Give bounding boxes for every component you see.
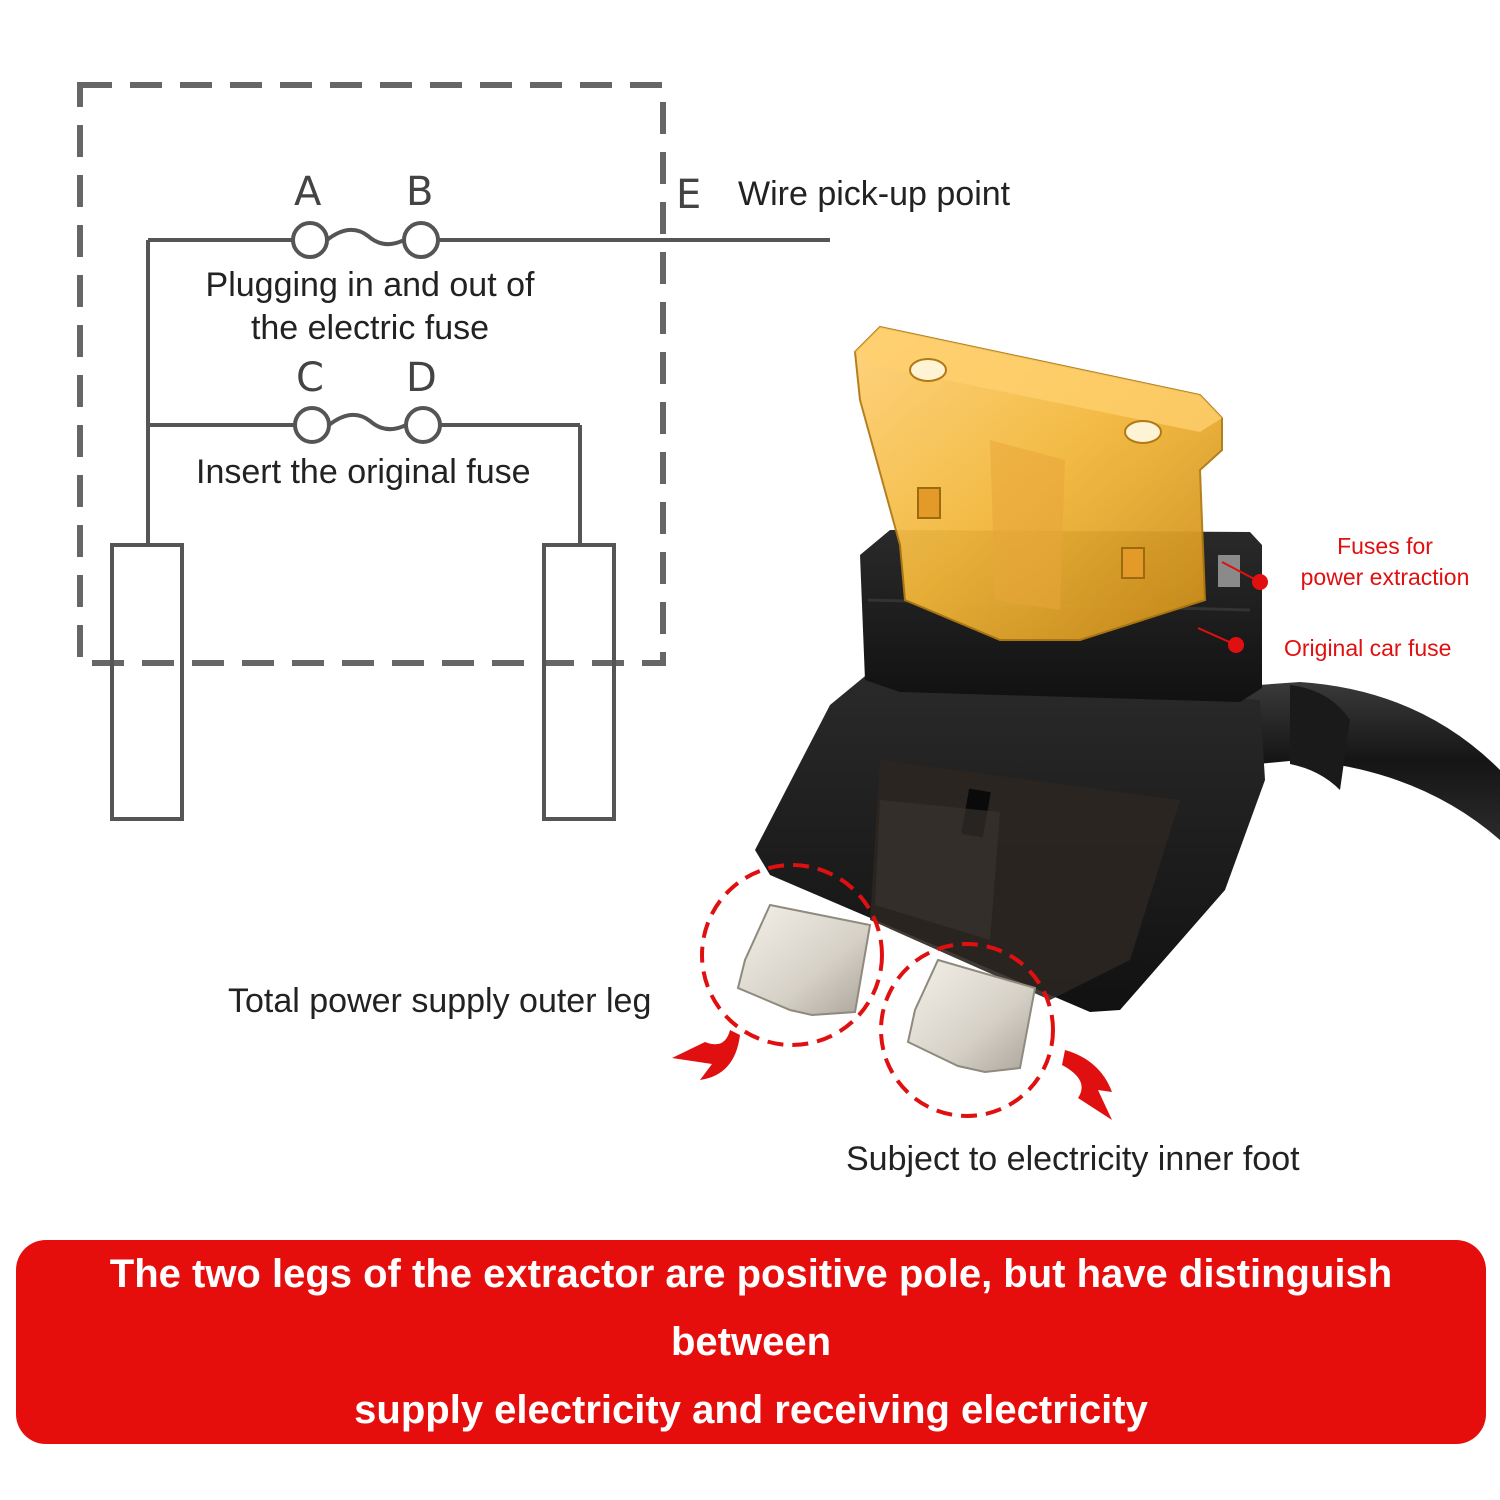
holder-base	[755, 672, 1265, 1012]
bottom-fuse-link	[327, 413, 407, 432]
info-banner: The two legs of the extractor are positi…	[16, 1240, 1486, 1444]
top-fuse-label-line1: Plugging in and out of	[205, 266, 535, 304]
terminal-d-label: D	[406, 355, 437, 401]
original-fuse-pointer-dot	[1228, 637, 1244, 653]
top-fuse-label-line2: the electric fuse	[250, 308, 490, 347]
banner-line1: The two legs of the extractor are positi…	[109, 1252, 1393, 1364]
schematic-right-leg	[542, 543, 616, 821]
metal-legs	[736, 903, 1037, 1074]
pointer-lines	[1197, 561, 1268, 653]
amber-fuse	[853, 325, 1223, 641]
outer-leg	[736, 903, 872, 1017]
power-cable	[1190, 682, 1500, 840]
terminal-e-label: E	[676, 172, 702, 218]
banner-line2: supply electricity and receiving electri…	[354, 1388, 1148, 1432]
inner-leg-arrow-icon	[1062, 1050, 1112, 1120]
terminal-c-label: C	[296, 355, 324, 401]
fuse-power-label-line1: Fuses for	[1337, 533, 1433, 559]
outer-leg-circle	[700, 863, 884, 1047]
callout-arrows	[672, 1030, 1112, 1120]
top-circuit	[146, 221, 830, 545]
outer-leg-label: Total power supply outer leg	[228, 982, 652, 1020]
terminal-b-label: B	[406, 169, 434, 215]
inner-leg	[906, 958, 1037, 1074]
terminal-a-label: A	[294, 169, 322, 215]
original-fuse-label: Original car fuse	[1284, 635, 1452, 661]
schematic-legs	[110, 543, 616, 821]
schematic-left-leg	[110, 543, 184, 821]
bottom-fuse-label: Insert the original fuse	[196, 453, 531, 491]
outer-leg-arrow-icon	[672, 1030, 740, 1080]
banner-text: The two legs of the extractor are positi…	[26, 1240, 1476, 1444]
callout-circles	[700, 863, 1055, 1118]
dashed-enclosure	[77, 82, 666, 666]
top-fuse-label: Plugging in and out of the electric fuse	[150, 264, 590, 349]
power-fuse-pointer-dot	[1252, 574, 1268, 590]
fuse-power-label-line2: power extraction	[1300, 564, 1470, 591]
fuse-power-label: Fuses for power extraction	[1290, 531, 1480, 593]
inner-foot-label: Subject to electricity inner foot	[846, 1140, 1300, 1178]
inner-leg-circle	[879, 942, 1055, 1118]
top-fuse-link	[325, 228, 405, 247]
wire-pickup-label: Wire pick-up point	[738, 175, 1011, 213]
